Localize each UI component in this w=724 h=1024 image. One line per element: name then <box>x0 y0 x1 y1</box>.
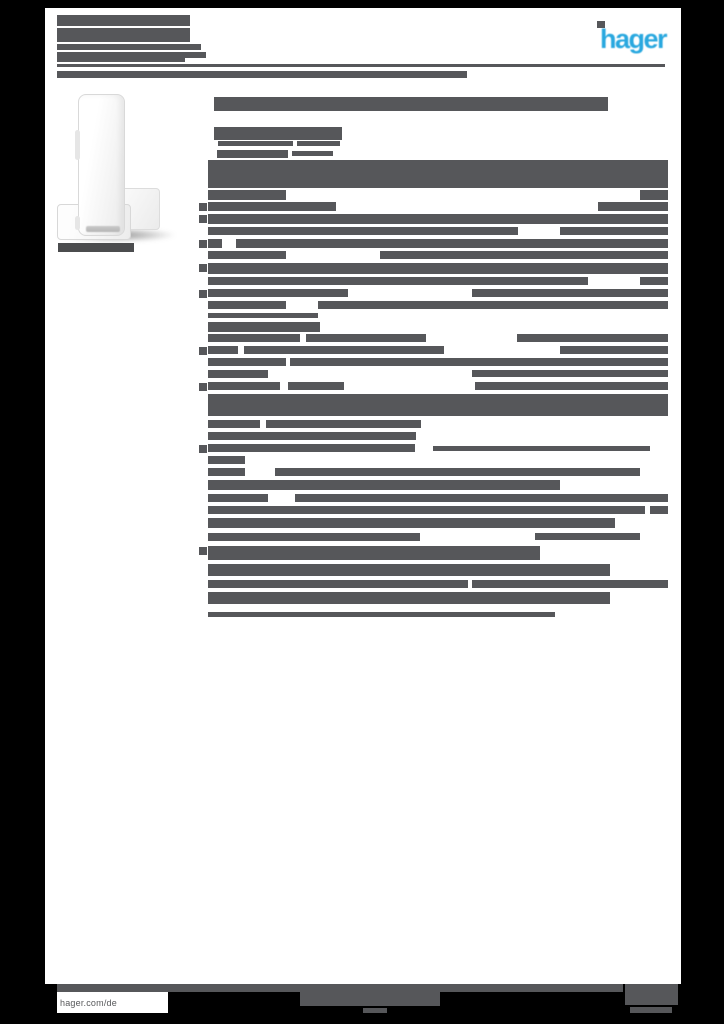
redacted-table-line <box>248 277 588 285</box>
redacted-table-line <box>208 480 560 490</box>
redacted-table-line <box>266 420 421 428</box>
redacted-table-line <box>208 533 420 541</box>
hager-logo-text: hager <box>599 24 668 54</box>
redacted-table-line <box>208 313 318 318</box>
redacted-table-line <box>199 383 207 391</box>
redacted-table-line <box>472 370 668 377</box>
product-slot-detail <box>75 130 80 160</box>
redacted-table-line <box>208 612 555 617</box>
redacted-header-line <box>57 58 185 62</box>
redacted-footer-line <box>57 984 623 992</box>
redacted-table-line <box>472 289 668 297</box>
redacted-title-line <box>214 127 342 140</box>
redacted-table-line <box>290 358 668 366</box>
redacted-table-line <box>268 432 416 440</box>
redacted-footer-line <box>363 1008 387 1013</box>
redacted-table-line <box>208 277 286 285</box>
redacted-table-line <box>199 215 207 223</box>
redacted-table-line <box>380 251 668 259</box>
redacted-table-line <box>292 151 333 156</box>
redacted-table-line <box>208 202 336 211</box>
redacted-table-line <box>208 214 668 224</box>
redacted-table-line <box>208 432 286 440</box>
redacted-table-line <box>275 468 640 476</box>
redacted-title-line <box>297 141 340 146</box>
redacted-table-line <box>208 444 415 452</box>
redacted-table-line <box>433 446 650 451</box>
redacted-table-line <box>208 160 668 188</box>
redacted-title-line <box>214 97 608 111</box>
redacted-header-line <box>57 15 190 26</box>
redacted-table-line <box>199 264 207 272</box>
redacted-table-line <box>208 190 286 200</box>
redacted-table-line <box>517 334 668 342</box>
redacted-title-line <box>218 141 293 146</box>
redacted-table-line <box>217 150 288 158</box>
redacted-header-line <box>58 243 134 252</box>
redacted-table-line <box>208 494 268 502</box>
product-column <box>78 94 125 236</box>
redacted-table-line <box>199 547 207 555</box>
redacted-table-line <box>208 592 610 604</box>
redacted-header-line <box>597 21 605 28</box>
redacted-header-line <box>57 44 201 50</box>
redacted-table-line <box>208 239 222 248</box>
redacted-table-line <box>208 334 300 342</box>
redacted-table-line <box>598 202 668 211</box>
redacted-table-line <box>208 346 238 354</box>
redacted-table-line <box>306 334 426 342</box>
product-image <box>50 88 180 256</box>
redacted-table-line <box>199 203 207 211</box>
redacted-table-line <box>208 301 286 309</box>
redacted-table-line <box>208 506 265 514</box>
redacted-table-line <box>650 506 668 514</box>
redacted-header-line <box>57 71 467 78</box>
redacted-table-line <box>472 580 668 588</box>
hager-logo: hager <box>584 24 668 56</box>
redacted-table-line <box>208 370 268 378</box>
redacted-table-line <box>208 546 540 560</box>
redacted-table-line <box>208 564 610 576</box>
redacted-footer-line <box>630 1007 672 1013</box>
redacted-table-line <box>208 322 320 332</box>
redacted-table-line <box>208 227 286 235</box>
redacted-table-line <box>208 289 348 297</box>
redacted-header-line <box>57 52 206 58</box>
product-slot-detail <box>75 216 80 230</box>
redacted-table-line <box>288 382 344 390</box>
redacted-table-line <box>208 456 245 464</box>
redacted-table-line <box>236 239 668 248</box>
redacted-table-line <box>208 394 668 416</box>
footer-link-box: hager.com/de <box>57 992 168 1013</box>
redacted-table-line <box>208 518 615 528</box>
redacted-header-line <box>57 64 665 67</box>
redacted-header-line <box>57 28 190 42</box>
footer-website-link[interactable]: hager.com/de <box>60 997 117 1008</box>
product-foot-shadow <box>86 226 120 232</box>
redacted-table-line <box>208 468 245 476</box>
redacted-table-line <box>535 533 640 540</box>
redacted-table-line <box>199 240 207 248</box>
redacted-table-line <box>640 277 668 285</box>
redacted-table-line <box>208 420 260 428</box>
redacted-table-line <box>268 227 518 235</box>
redacted-table-line <box>199 445 207 453</box>
redacted-table-line <box>199 347 207 355</box>
redacted-footer-line <box>625 984 678 1005</box>
redacted-table-line <box>208 358 286 366</box>
redacted-table-line <box>318 301 668 309</box>
redacted-table-line <box>640 190 668 200</box>
redacted-table-line <box>265 506 645 514</box>
redacted-table-line <box>208 251 286 259</box>
redacted-table-line <box>199 290 207 298</box>
redacted-table-line <box>208 580 468 588</box>
redacted-table-line <box>560 227 668 235</box>
redacted-table-line <box>475 382 668 390</box>
redacted-table-line <box>208 382 280 390</box>
redacted-table-line <box>244 346 444 354</box>
redacted-table-line <box>208 263 668 274</box>
redacted-table-line <box>560 346 668 354</box>
redacted-footer-line <box>300 991 440 1006</box>
redacted-table-line <box>295 494 668 502</box>
